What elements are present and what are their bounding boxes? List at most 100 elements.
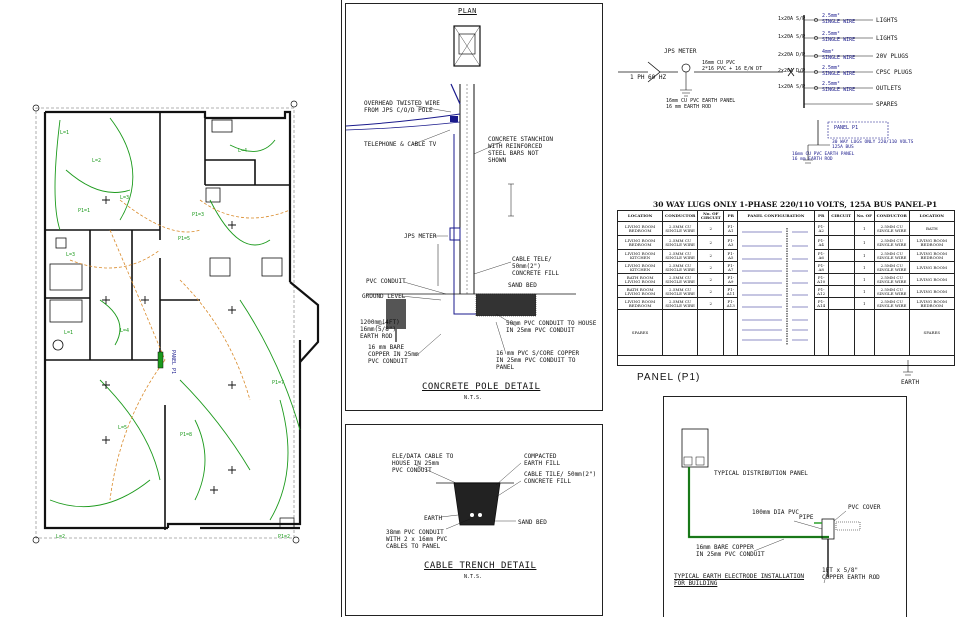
panel-p1-label: PANEL (P1) — [637, 372, 701, 383]
cell: LIVING ROOM BEDROOM — [616, 235, 664, 250]
trench-drawing — [415, 462, 522, 530]
circuit-tag: P1=1 — [78, 208, 91, 214]
table-row: BATH ROOM LIVING ROOM 2.5MM CU SINGLE WI… — [616, 285, 956, 298]
conduit-house-note: 50mm PVC CONDUIT TO HOUSE IN 25mm PVC CO… — [506, 320, 597, 334]
cell: 2.5MM CU SINGLE WIRE — [662, 249, 699, 262]
bare-copper-label: 16mm BARE COPPER IN 25mm PVC CONDUIT — [696, 544, 765, 558]
distribution-panel-label: TYPICAL DISTRIBUTION PANEL — [714, 470, 808, 477]
cable-tele-note: CABLE TELE/ 50mm(2") CONCRETE FILL — [512, 256, 559, 277]
cable-trench-sheet: ELE/DATA CABLE TO HOUSE IN 25mm PVC COND… — [345, 424, 603, 616]
pvc-copper-note: 16 mm PVC S/CORE COPPER IN 25mm PVC COND… — [496, 350, 580, 371]
cell: 2.5MM CU SINGLE WIRE — [662, 297, 699, 310]
earth-rod-note: 1200mm(4FT) 16mm(5/8") EARTH ROD — [360, 319, 400, 340]
cell: 2.5MM CU SINGLE WIRE — [662, 235, 699, 250]
circuit-tag: L=3 — [120, 195, 130, 201]
branch-cable: 2.5mm² SINGLE WIRE — [822, 81, 856, 93]
earth-electrode-sheet: TYPICAL DISTRIBUTION PANEL 100mm DIA PVC… — [663, 396, 907, 617]
supply-label: 1 PH 60 HZ — [630, 74, 667, 81]
circuit-tag: L=1 — [64, 330, 74, 336]
panel-config-cell — [737, 297, 815, 310]
circuit-tag: L=1 — [60, 130, 70, 136]
cell: 2.5MM CU SINGLE WIRE — [873, 261, 910, 274]
schedule-title: 30 WAY LUGS ONLY 1-PHASE 220/110 VOLTS, … — [653, 200, 938, 209]
branch-breaker: 1x20A S/P — [778, 16, 806, 22]
telephone-note: TELEPHONE & CABLE TV — [364, 141, 437, 148]
jps-meter-note: JPS METER — [404, 233, 437, 240]
branch-load: OUTLETS — [876, 85, 902, 92]
panel-box-label: PANEL P1 — [834, 125, 859, 131]
pipe-label: PIPE — [799, 514, 814, 521]
panel-schedule: 30 WAY LUGS ONLY 1-PHASE 220/110 VOLTS, … — [616, 200, 957, 395]
circuit-tag: L=2 — [92, 158, 102, 164]
circuit-tag: P1=3 — [192, 212, 205, 218]
conduit-note: 38mm PVC CONDUIT WITH 2 x 16mm PVC CABLE… — [386, 529, 448, 550]
circuit-tag: L=2 — [56, 534, 66, 540]
panel-box-note: 30 WAY LUGS ONLY 220/110 VOLTS 125A BUS — [832, 140, 914, 150]
table-row: LIVING ROOM BEDROOM 2.5MM CU SINGLE WIRE… — [616, 235, 956, 250]
riser-drawing — [618, 15, 889, 164]
cell — [617, 355, 955, 366]
circuit-tag: P1=8 — [180, 432, 193, 438]
sand-bed-note: SAND BED — [508, 282, 537, 289]
floor-plan-drawing — [32, 100, 320, 544]
panel-tag: PANEL P1 — [170, 350, 176, 375]
circuit-tag: L=4 — [238, 148, 248, 154]
jps-meter-label: JPS METER — [664, 48, 697, 55]
cell: 2.5MM CU SINGLE WIRE — [873, 285, 910, 298]
branch-breaker: 1x20A S/P — [778, 84, 806, 90]
trench-detail-caption: CABLE TRENCH DETAIL — [424, 561, 537, 571]
panel-config-cell — [737, 261, 815, 274]
floor-plan-sheet: L=1 L=2 L=3 L=4 P1=1 P1=3 P1=5 P1=7 P1=8… — [0, 0, 342, 617]
earth-rod-label: 1FT x 5/8" COPPER EARTH ROD — [822, 567, 880, 581]
riser-diagram: JPS METER 1 PH 60 HZ 16mm CU PVC 2*16 PV… — [608, 0, 960, 195]
cell: LIVING ROOM BEDROOM — [616, 297, 664, 310]
earth-install-caption: TYPICAL EARTH ELECTRODE INSTALLATION FOR… — [674, 573, 805, 587]
panel-config-cell — [737, 309, 815, 356]
trench-detail-nts: N.T.S. — [464, 574, 483, 580]
pvc-cover-label: PVC COVER — [848, 504, 881, 511]
meter-cable-label: 16mm CU PVC 2*16 PVC + 16 E/W DT — [702, 60, 763, 72]
panel-config-cell — [737, 273, 815, 286]
sand-bed-note: SAND BED — [518, 519, 547, 526]
cell: LIVING ROOM KITCHEN — [616, 261, 664, 274]
pole-detail-caption: CONCRETE POLE DETAIL — [422, 382, 541, 392]
plan-title: PLAN — [458, 7, 477, 15]
circuit-tag: P1=7 — [272, 380, 285, 386]
circuit-tag: L=3 — [66, 252, 76, 258]
cable-tile-note: CABLE TILE/ 50mm(2") CONCRETE FILL — [524, 471, 597, 485]
cell: 2.5MM CU SINGLE WIRE — [873, 235, 910, 250]
circuit-tag: L=5 — [118, 425, 128, 431]
table-row — [617, 355, 955, 366]
earth-note: EARTH — [424, 515, 443, 522]
pvc-conduit-note: PVC CONDUIT — [366, 278, 406, 285]
panel-config-cell — [737, 249, 815, 262]
circuit-tag: L=4 — [120, 328, 130, 334]
circuit-tag: P1=5 — [178, 236, 191, 242]
branch-cable: 4mm² SINGLE WIRE — [822, 49, 856, 61]
branch-load: SPARES — [876, 101, 898, 108]
pvc-pipe-label: 100mm DIA PVC — [752, 509, 799, 516]
table-row: LIVING ROOM KITCHEN 2.5MM CU SINGLE WIRE… — [616, 261, 956, 274]
branch-cable: 2.5mm² SINGLE WIRE — [822, 65, 856, 77]
earth-bar-note: 16mm CU PVC EARTH PANEL 16 mm EARTH ROD — [792, 152, 855, 162]
branch-load: 20V PLUGS — [876, 53, 909, 60]
branch-cable: 2.5mm² SINGLE WIRE — [822, 31, 856, 43]
compacted-fill-note: COMPACTED EARTH FILL — [524, 453, 561, 467]
table-row: LIVING ROOM KITCHEN 2.5MM CU SINGLE WIRE… — [616, 249, 956, 262]
branch-load: LIGHTS — [876, 35, 898, 42]
branch-cable: 2.5mm² SINGLE WIRE — [822, 13, 856, 25]
bare-copper-note: 16 mm BARE COPPER IN 25mm PVC CONDUIT — [368, 344, 419, 365]
earth-note: 16mm CU PVC EARTH PANEL 16 mm EARTH ROD — [666, 98, 736, 110]
ground-level-note: GROUND LEVEL — [362, 293, 406, 300]
stanchion-note: CONCRETE STANCHION WITH REINFORCED STEEL… — [488, 136, 554, 164]
table-row: SPARES SPARES — [616, 309, 956, 356]
branch-breaker: 1x20A S/P — [778, 34, 806, 40]
branch-breaker: 2x20A D/P — [778, 52, 806, 58]
pole-detail-nts: N.T.S. — [464, 395, 483, 401]
elec-data-note: ELE/DATA CABLE TO HOUSE IN 25mm PVC COND… — [392, 453, 454, 474]
pole-drawing — [345, 25, 576, 357]
panel-config-cell — [737, 285, 815, 298]
branch-load: LIGHTS — [876, 17, 898, 24]
cell: 2.5MM CU SINGLE WIRE — [873, 297, 910, 310]
cell: SPARES — [908, 309, 956, 356]
